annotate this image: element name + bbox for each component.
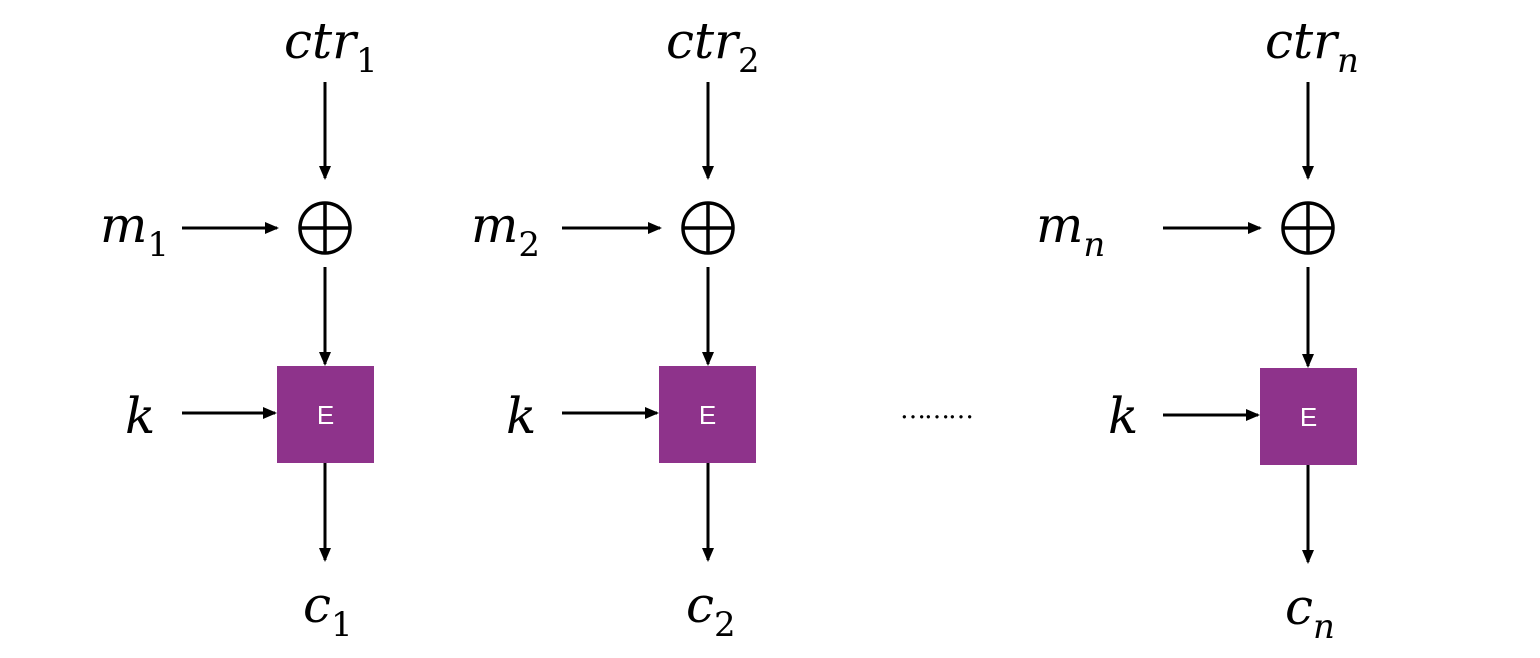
c-n-label: cn [1285,578,1335,647]
encrypt-block-n [1260,368,1357,465]
encrypt-block-1 [277,366,374,463]
ctr-1-label: ctr1 [284,12,378,81]
encrypt-block-n-label: E [1300,402,1317,432]
block-n: ctrn mn k E cn [1036,12,1359,647]
encrypt-block-2 [659,366,756,463]
m-1-label: m1 [100,196,169,265]
k-n-label: k [1108,387,1138,445]
c-2-label: c2 [686,576,736,645]
block-1: ctr1 m1 k E c1 [100,12,378,645]
encrypt-block-1-label: E [317,400,334,430]
xor-1-icon [298,201,352,255]
ctr-n-label: ctrn [1265,12,1359,81]
m-2-label: m2 [471,196,540,265]
encrypt-block-2-label: E [699,400,716,430]
ellipsis-dots: ……… [900,395,972,425]
xor-2-icon [681,201,735,255]
k-1-label: k [125,387,155,445]
ctr-2-label: ctr2 [666,12,760,81]
xor-n-icon [1281,201,1335,255]
c-1-label: c1 [303,576,353,645]
k-2-label: k [506,387,536,445]
block-2: ctr2 m2 k E c2 [471,12,760,645]
m-n-label: mn [1036,196,1105,265]
